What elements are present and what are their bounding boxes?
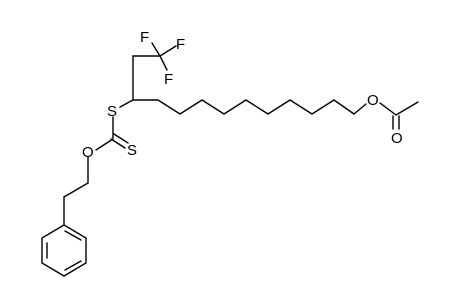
bond-o2-c: [379, 102, 397, 116]
bond-ch2-o2: [353, 103, 367, 115]
atom-label-s: S: [127, 142, 137, 159]
bond-c-f2: [159, 45, 177, 57]
bond-c-s2-a: [110, 138, 126, 149]
atom-label-o: O: [82, 144, 94, 161]
bond-c-ch3: [395, 101, 419, 116]
phenyl-double-2: [64, 260, 82, 271]
bond-c-f1: [151, 42, 161, 57]
phenyl-double-1: [64, 230, 82, 241]
bond-ch2-ch2: [63, 182, 89, 198]
atom-label-f: F: [140, 29, 149, 46]
bond-chain: [132, 99, 355, 115]
bond-c-f3: [159, 55, 168, 71]
atom-label-f: F: [164, 71, 173, 88]
atom-label-f: F: [176, 36, 185, 53]
bond-ch-s1: [119, 99, 134, 108]
atom-label-o: O: [367, 92, 379, 109]
atom-label-o: O: [391, 130, 403, 147]
atom-label-s: S: [107, 103, 117, 120]
bond-c-o1: [95, 138, 114, 151]
phenyl-ring: [41, 224, 87, 277]
bond-c-s2-b: [113, 133, 129, 144]
